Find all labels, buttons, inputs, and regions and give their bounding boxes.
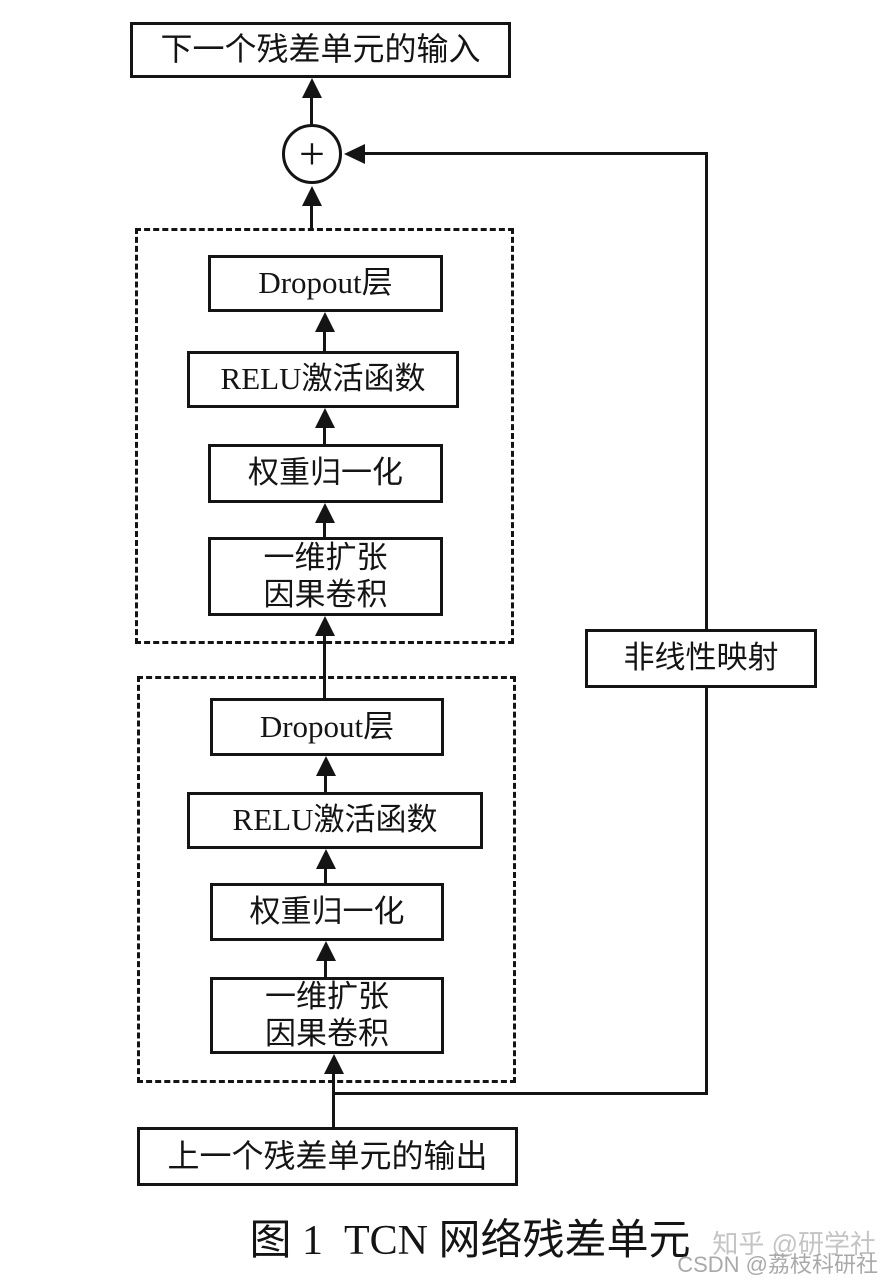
arrow-input-to-conv2-head-icon	[324, 1054, 344, 1074]
prev-residual-output-label: 上一个残差单元的输出	[167, 1137, 488, 1174]
skip-connection-top-line	[362, 152, 708, 155]
arrow-sum-to-output-head-icon	[302, 78, 322, 98]
block2-relu-label: RELU激活函数	[232, 802, 438, 838]
arrow-relu1-to-dropout1-head-icon	[315, 312, 335, 332]
arrow-relu2-to-dropout2-head-icon	[316, 756, 336, 776]
block1-dropout-label: Dropout层	[258, 265, 393, 301]
figure-caption: 图 1 TCN 网络残差单元	[249, 1218, 691, 1264]
arrow-conv1-to-weightnorm1-shaft	[323, 521, 326, 538]
block2-weight-norm-label: 权重归一化	[249, 893, 405, 929]
nonlinear-mapping-label: 非线性映射	[623, 640, 779, 676]
residual-block-2-dashed-container	[137, 676, 516, 1083]
arrow-sum-to-output-shaft	[310, 96, 313, 126]
block2-dilated-causal-conv-box: 一维扩张 因果卷积	[210, 977, 444, 1054]
arrow-weightnorm1-to-relu1-head-icon	[315, 408, 335, 428]
next-residual-input-label: 下一个残差单元的输入	[160, 31, 481, 68]
block2-dropout-label: Dropout层	[259, 708, 395, 744]
plus-symbol: +	[299, 128, 325, 179]
skip-connection-branch-line	[333, 1092, 708, 1095]
block1-relu-box: RELU激活函数	[187, 351, 459, 408]
arrow-weightnorm1-to-relu1-shaft	[323, 426, 326, 445]
next-residual-input-box: 下一个残差单元的输入	[130, 22, 511, 78]
arrow-input-to-conv2-shaft	[332, 1072, 335, 1128]
block2-weight-norm-box: 权重归一化	[210, 883, 444, 941]
block1-weight-norm-label: 权重归一化	[248, 455, 403, 491]
csdn-watermark: CSDN @荔枝科研社	[677, 1252, 878, 1277]
arrow-conv2-to-weightnorm2-shaft	[324, 959, 327, 978]
nonlinear-mapping-box: 非线性映射	[585, 629, 817, 688]
arrow-relu1-to-dropout1-shaft	[323, 330, 326, 352]
arrow-relu2-to-dropout2-shaft	[324, 774, 327, 793]
arrow-conv1-to-weightnorm1-head-icon	[315, 503, 335, 523]
sum-node: +	[282, 124, 342, 184]
arrow-weightnorm2-to-relu2-head-icon	[316, 849, 336, 869]
block1-weight-norm-box: 权重归一化	[208, 444, 443, 503]
arrow-block2-to-block1-shaft	[323, 634, 326, 698]
block1-conv-label-line1: 一维扩张	[263, 539, 388, 575]
arrow-weightnorm2-to-relu2-shaft	[324, 867, 327, 884]
block1-dropout-box: Dropout层	[208, 255, 443, 312]
block2-relu-box: RELU激活函数	[187, 792, 483, 849]
block1-relu-label: RELU激活函数	[220, 361, 426, 397]
block1-conv-label-line2: 因果卷积	[263, 576, 388, 612]
zhihu-watermark: 知乎 @研学社	[712, 1229, 876, 1259]
arrow-head-into-sum-icon	[344, 144, 365, 164]
block1-dilated-causal-conv-box: 一维扩张 因果卷积	[208, 537, 443, 616]
arrow-block2-to-block1-head-icon	[315, 616, 335, 636]
block2-dropout-box: Dropout层	[210, 698, 444, 756]
block2-conv-label-line1: 一维扩张	[265, 978, 389, 1014]
arrow-block1-to-sum-head-icon	[302, 186, 322, 206]
arrow-conv2-to-weightnorm2-head-icon	[316, 941, 336, 961]
prev-residual-output-box: 上一个残差单元的输出	[137, 1127, 518, 1186]
arrow-block1-to-sum-shaft	[310, 204, 313, 229]
block2-conv-label-line2: 因果卷积	[265, 1015, 389, 1051]
skip-connection-vertical-line	[705, 152, 708, 1095]
